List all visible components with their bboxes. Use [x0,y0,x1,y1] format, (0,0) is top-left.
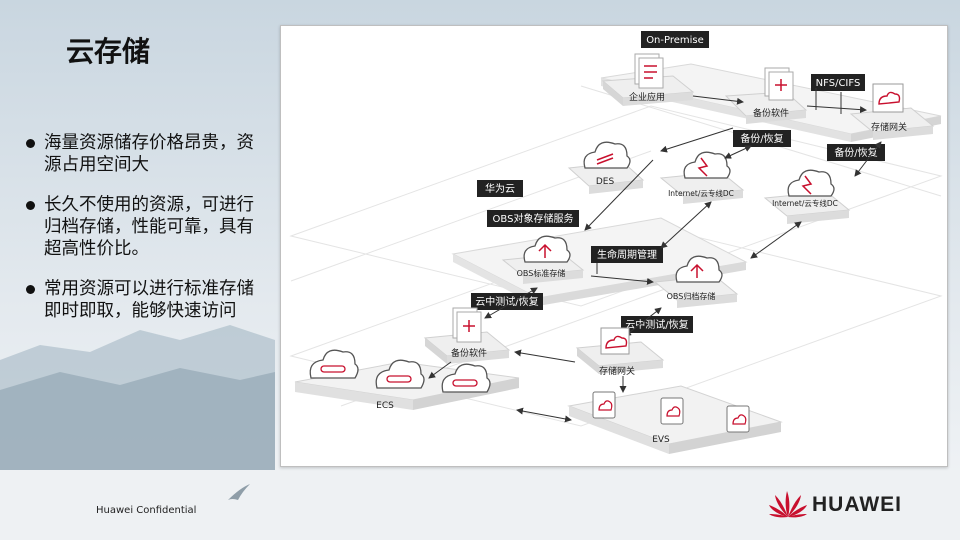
huawei-brand: HUAWEI [768,487,938,523]
server-cloud-icon [375,359,425,389]
obs-service-label: OBS对象存储服务 [487,210,579,227]
storage-gateway-icon [872,83,904,113]
backup-restore-2-text: 备份/恢复 [834,146,877,159]
obs-archive-label: OBS归档存储 [667,291,716,301]
arrow-ecs-evs [516,407,572,423]
backup-software-top-node: 备份软件 [724,67,808,124]
backup-software-bottom-node: 备份软件 [423,307,511,364]
storage-diagram-panel: On-Premise 企业应用 [280,25,948,467]
evs-platform: EVS [567,385,783,454]
arrow-backup-to-gateway [806,105,867,114]
huawei-logo-icon [769,491,807,518]
arrow-internet1-to-obs [660,201,712,249]
arrow-obs-to-gateway-bottom [624,307,662,337]
storage-architecture-diagram: On-Premise 企业应用 [289,31,943,454]
cloud-test-1-text: 云中测试/恢复 [475,295,538,308]
storage-gateway-icon [600,327,630,355]
nfs-cifs-label: NFS/CIFS [811,74,865,91]
obs-standard-node: OBS标准存储 [501,235,585,284]
arrow-lifecycle [590,275,654,285]
cloud-test-2-text: 云中测试/恢复 [625,318,688,331]
internet-dc-1-label: Internet/云专线DC [668,188,734,198]
cloud-icon [787,169,835,197]
on-premise-text: On-Premise [646,35,704,46]
internet-dc-node-1: Internet/云专线DC [659,151,745,204]
arrow-gateway-to-backup-bottom [514,349,576,363]
cloud-upload-icon [675,255,723,283]
lifecycle-text: 生命周期管理 [597,248,657,261]
huawei-cloud-label: 华为云 [477,180,523,197]
backup-restore-label-2: 备份/恢复 [827,144,885,161]
bullet-item: 海量资源储存价格昂贵，资源占用空间大 [24,132,264,176]
backup-restore-label-1: 备份/恢复 [733,130,791,147]
confidential-footer: Huawei Confidential [96,505,197,516]
disk-icon [726,405,750,433]
storage-gateway-bottom-label: 存储网关 [599,365,635,377]
server-cloud-icon [309,349,359,379]
document-icon [634,53,664,89]
arrow-internet2-to-obs [750,221,802,259]
brand-wordmark: HUAWEI [812,493,902,516]
backup-software-icon [452,307,482,343]
on-premise-label: On-Premise [641,31,709,48]
cloud-test-label-1: 云中测试/恢复 [471,293,543,310]
arrow-des-to-obs [584,159,654,231]
storage-gateway-top-label: 存储网关 [871,121,907,133]
backup-software-icon [764,67,794,101]
arrow-backup-to-ecs [428,361,452,379]
bullet-item: 长久不使用的资源，可进行归档存储，性能可靠，具有超高性价比。 [24,194,264,260]
disk-icon [660,397,684,425]
arrow-backup-to-des [660,127,734,153]
backup-restore-1-text: 备份/恢复 [740,132,783,145]
obs-archive-node: OBS归档存储 [653,255,739,308]
disk-icon [592,391,616,419]
cloud-upload-icon [523,235,571,263]
storage-gateway-top-node: 存储网关 [849,83,935,140]
obs-standard-label: OBS标准存储 [517,268,566,278]
bullet-list: 海量资源储存价格昂贵，资源占用空间大 长久不使用的资源，可进行归档存储，性能可靠… [24,132,264,340]
arrow-backup-internet-1 [724,145,752,159]
bullet-item: 常用资源可以进行标准存储即时即取，能够快速访问 [24,278,264,322]
huawei-cloud-text: 华为云 [485,182,515,195]
cloud-icon [583,141,631,169]
backup-software-bottom-label: 备份软件 [451,347,487,359]
obs-service-text: OBS对象存储服务 [493,212,574,225]
enterprise-app-node: 企业应用 [601,53,695,106]
des-node: DES [567,141,645,194]
ecs-label: ECS [376,401,394,411]
arrow-obs-to-backup-bottom [484,287,538,319]
page-title: 云存储 [66,35,151,68]
server-cloud-icon [441,363,491,393]
ecs-platform: ECS [294,349,520,411]
internet-dc-2-label: Internet/云专线DC [772,198,838,208]
storage-gateway-bottom-node: 存储网关 [575,327,665,377]
enterprise-app-label: 企业应用 [629,91,665,103]
arrow-app-to-backup [692,95,744,105]
evs-label: EVS [652,435,670,445]
lifecycle-label: 生命周期管理 [591,246,663,263]
internet-dc-node-2: Internet/云专线DC [763,169,851,224]
cloud-icon [683,151,731,179]
nfs-cifs-text: NFS/CIFS [816,78,861,89]
des-label: DES [596,177,615,187]
backup-software-top-label: 备份软件 [753,107,789,119]
arrow-gateway-internet-2 [854,141,882,177]
